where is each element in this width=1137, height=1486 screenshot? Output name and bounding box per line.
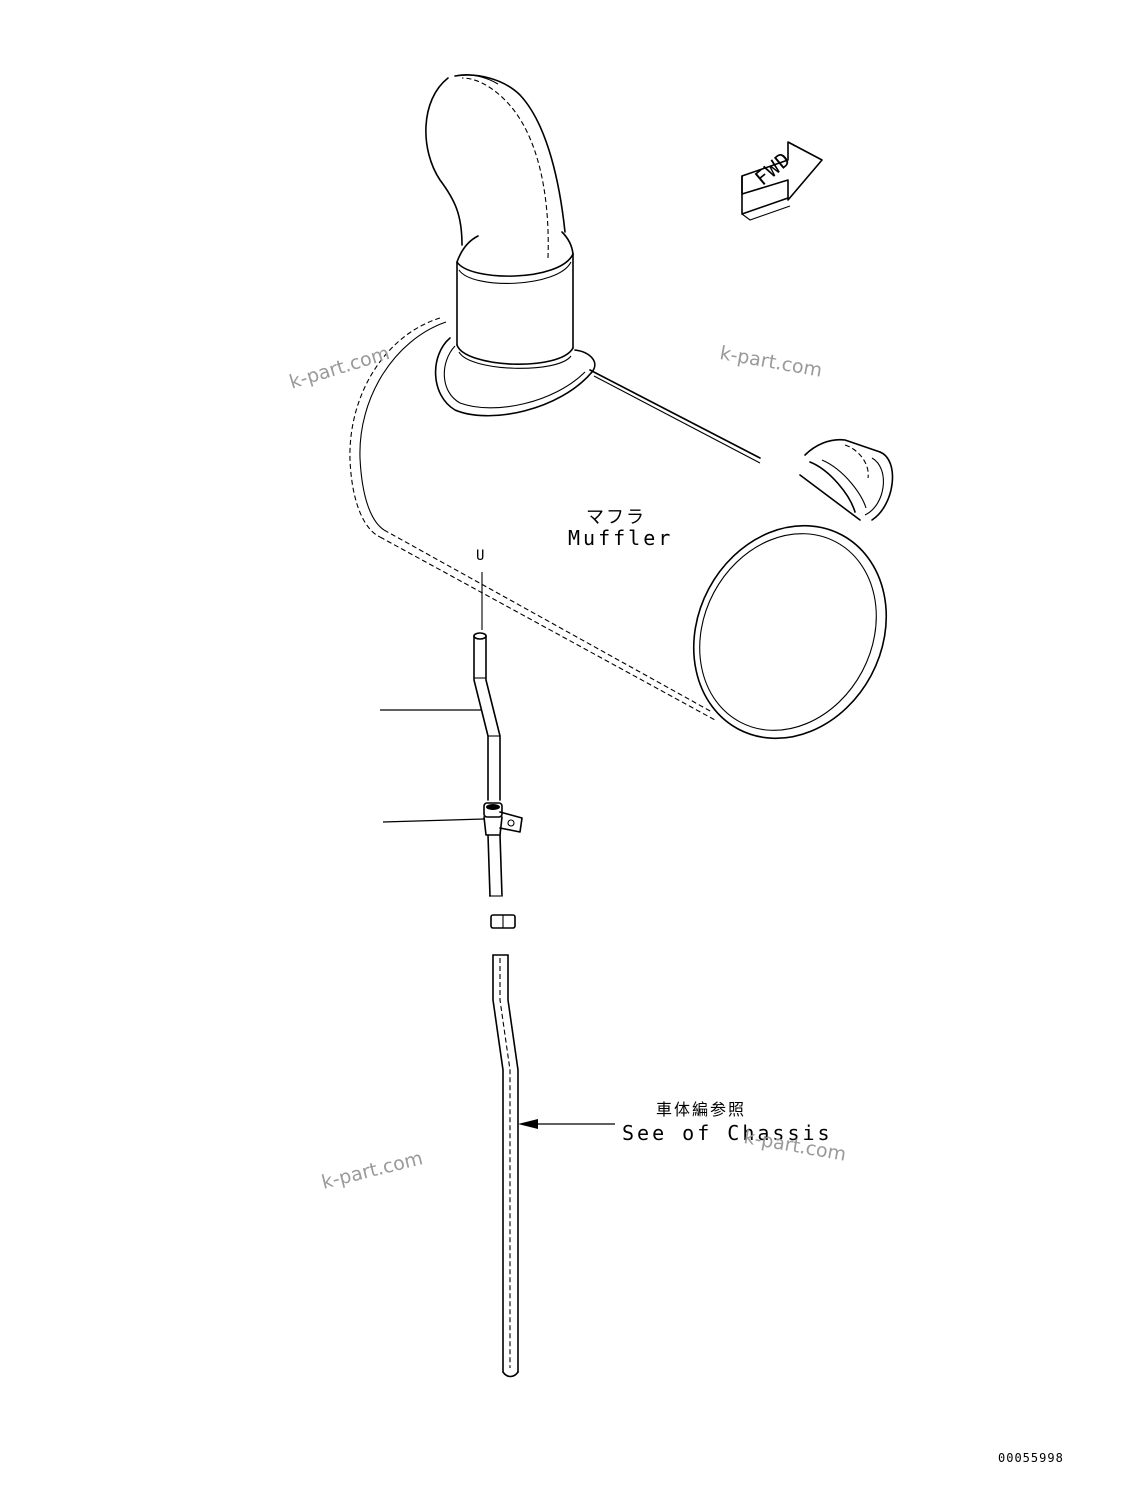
muffler-bottom-edge <box>379 536 716 721</box>
muffler-top-edge-right <box>799 474 861 521</box>
leader-arrowhead <box>518 1119 538 1129</box>
chassis-label-jp: 車体編参照 <box>656 1100 747 1119</box>
muffler-label-jp: マフラ <box>586 507 646 528</box>
leader-line-clamp <box>382 818 485 823</box>
muffler-right-end-inner <box>699 533 877 731</box>
outlet-pipe <box>804 438 894 521</box>
muffler-label-en: Muffler <box>568 526 674 550</box>
muffler-right-end <box>692 524 888 740</box>
muffler-bottom-edge-inner <box>383 529 713 713</box>
flow-mark-label: U <box>476 548 485 564</box>
muffler-left-end <box>349 317 441 538</box>
fwd-arrow-symbol <box>741 141 823 221</box>
muffler-top-edge-inner <box>593 375 761 464</box>
drain-pipe-lower <box>487 834 503 897</box>
drawing-number: 00055998 <box>998 1451 1064 1465</box>
clamp <box>483 802 523 836</box>
tailpipe-elbow <box>425 74 596 417</box>
muffler-left-end-inner <box>359 321 447 531</box>
coupler <box>490 914 516 929</box>
hose <box>492 954 519 1378</box>
muffler-body <box>349 317 888 740</box>
drain-pipe <box>473 632 501 801</box>
chassis-label-en: See of Chassis <box>622 1121 833 1145</box>
muffler-top-edge <box>589 369 761 459</box>
